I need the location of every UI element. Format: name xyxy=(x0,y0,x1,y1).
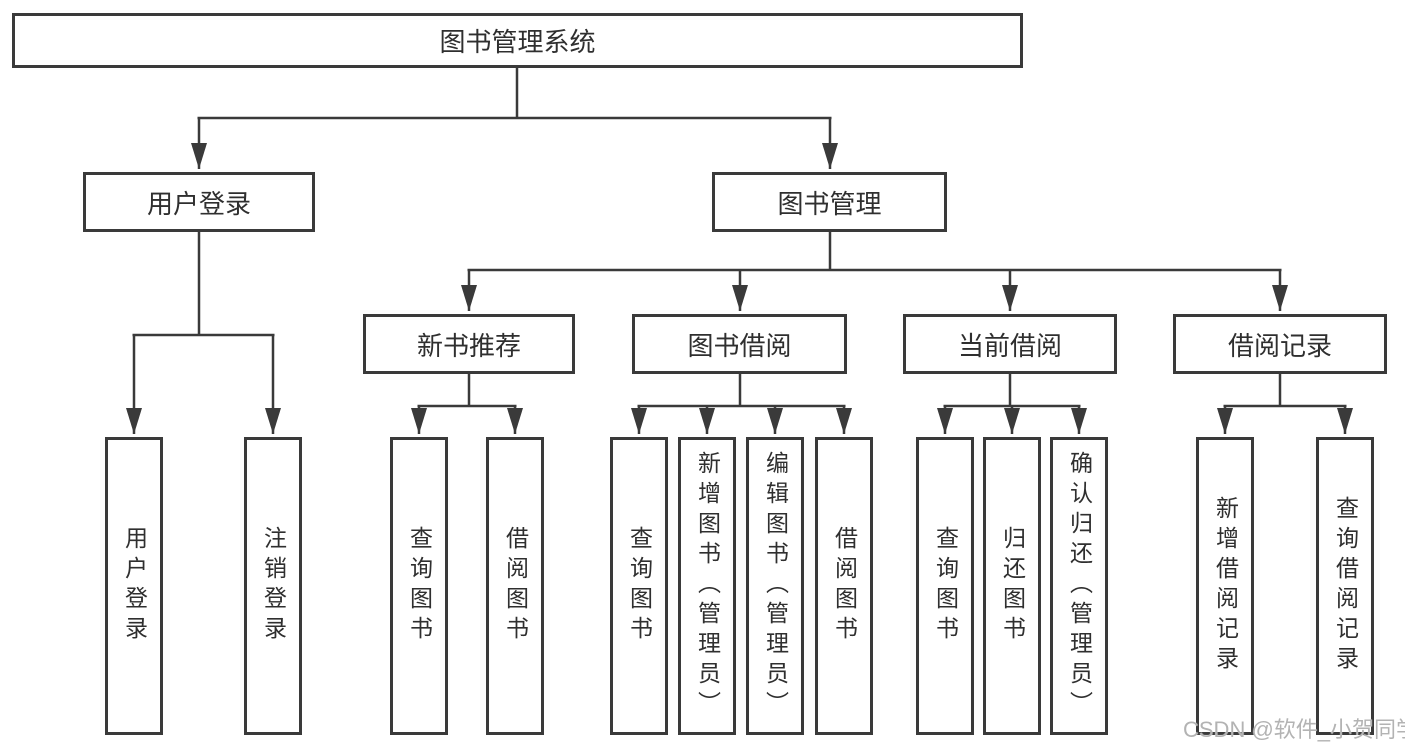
leaf-search-books-3: 查询图书 xyxy=(916,437,974,735)
leaf-search-books-3-label: 查询图书 xyxy=(932,526,959,646)
node-new-book-recommend: 新书推荐 xyxy=(363,314,575,374)
node-user-login-label: 用户登录 xyxy=(146,188,251,219)
node-book-management: 图书管理 xyxy=(712,172,947,232)
node-book-management-label: 图书管理 xyxy=(777,188,882,219)
leaf-borrow-books-2-label: 借阅图书 xyxy=(831,526,858,646)
leaf-add-borrow-record-label: 新增借阅记录 xyxy=(1212,496,1239,676)
node-book-borrow-label: 图书借阅 xyxy=(687,330,792,361)
root-node-label: 图书管理系统 xyxy=(439,27,596,57)
node-current-borrow-label: 当前借阅 xyxy=(957,330,1062,361)
node-book-borrow: 图书借阅 xyxy=(632,314,847,374)
leaf-borrow-books-1-label: 借阅图书 xyxy=(502,526,529,646)
csdn-watermark: CSDN @软件_小贺同学 xyxy=(1183,717,1405,742)
leaf-confirm-return-admin-label: 确认归还（管理员） xyxy=(1066,451,1093,721)
node-user-login: 用户登录 xyxy=(83,172,315,232)
leaf-add-borrow-record: 新增借阅记录 xyxy=(1196,437,1254,735)
leaf-return-books-label: 归还图书 xyxy=(999,526,1026,646)
leaf-search-borrow-record-label: 查询借阅记录 xyxy=(1332,496,1359,676)
leaf-search-books-1-label: 查询图书 xyxy=(406,526,433,646)
node-current-borrow: 当前借阅 xyxy=(903,314,1117,374)
root-node-library-system: 图书管理系统 xyxy=(12,13,1023,68)
leaf-borrow-books-1: 借阅图书 xyxy=(486,437,544,735)
leaf-add-books-admin: 新增图书（管理员） xyxy=(678,437,736,735)
leaf-logout-label: 注销登录 xyxy=(260,526,287,646)
leaf-confirm-return-admin: 确认归还（管理员） xyxy=(1050,437,1108,735)
node-borrow-records: 借阅记录 xyxy=(1173,314,1387,374)
leaf-user-login-label: 用户登录 xyxy=(121,526,148,646)
leaf-edit-books-admin: 编辑图书（管理员） xyxy=(746,437,804,735)
leaf-return-books: 归还图书 xyxy=(983,437,1041,735)
leaf-search-books-2-label: 查询图书 xyxy=(626,526,653,646)
leaf-search-books-1: 查询图书 xyxy=(390,437,448,735)
leaf-add-books-admin-label: 新增图书（管理员） xyxy=(694,451,721,721)
leaf-user-login: 用户登录 xyxy=(105,437,163,735)
leaf-edit-books-admin-label: 编辑图书（管理员） xyxy=(762,451,789,721)
leaf-search-books-2: 查询图书 xyxy=(610,437,668,735)
leaf-borrow-books-2: 借阅图书 xyxy=(815,437,873,735)
leaf-logout: 注销登录 xyxy=(244,437,302,735)
leaf-search-borrow-record: 查询借阅记录 xyxy=(1316,437,1374,735)
node-new-book-recommend-label: 新书推荐 xyxy=(416,330,521,361)
node-borrow-records-label: 借阅记录 xyxy=(1227,330,1332,361)
